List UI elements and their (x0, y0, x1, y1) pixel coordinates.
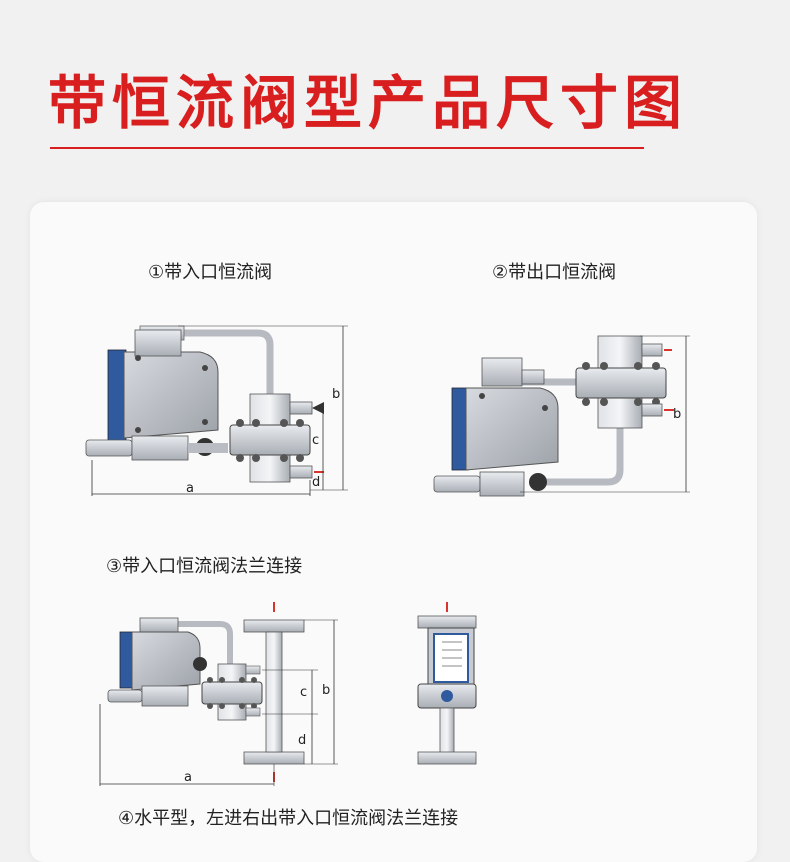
fig1-dim-b: b (332, 387, 340, 402)
caption-fig1: ①带入口恒流阀 (148, 262, 273, 283)
caption-fig2: ②带出口恒流阀 (492, 262, 617, 283)
page-title: 带恒流阀型产品尺寸图 (48, 69, 689, 137)
caption-fig3: ③带入口恒流阀法兰连接 (106, 556, 303, 577)
fig3-side-view-diagram (417, 602, 477, 765)
content-panel (30, 202, 757, 862)
fig1-dim-a: a (186, 481, 194, 496)
fig3-diagram: a b c d (99, 602, 338, 786)
title-divider (50, 147, 644, 149)
fig3-dim-d: d (298, 733, 306, 748)
fig1-dim-d: d (312, 475, 320, 490)
fig3-dim-c: c (300, 685, 307, 700)
fig1-dim-c: c (312, 433, 319, 448)
fig2-diagram: b (433, 335, 690, 497)
fig2-dim-b: b (673, 407, 681, 422)
fig1-diagram: a b c d (85, 325, 348, 496)
fig3-dim-b: b (322, 683, 330, 698)
fig1-housing-blue-icon (107, 349, 127, 443)
drawings-canvas: a b c d b (85, 325, 690, 786)
caption-fig4: ④水平型，左进右出带入口恒流阀法兰连接 (118, 808, 459, 829)
fig3-dim-a: a (184, 770, 192, 785)
